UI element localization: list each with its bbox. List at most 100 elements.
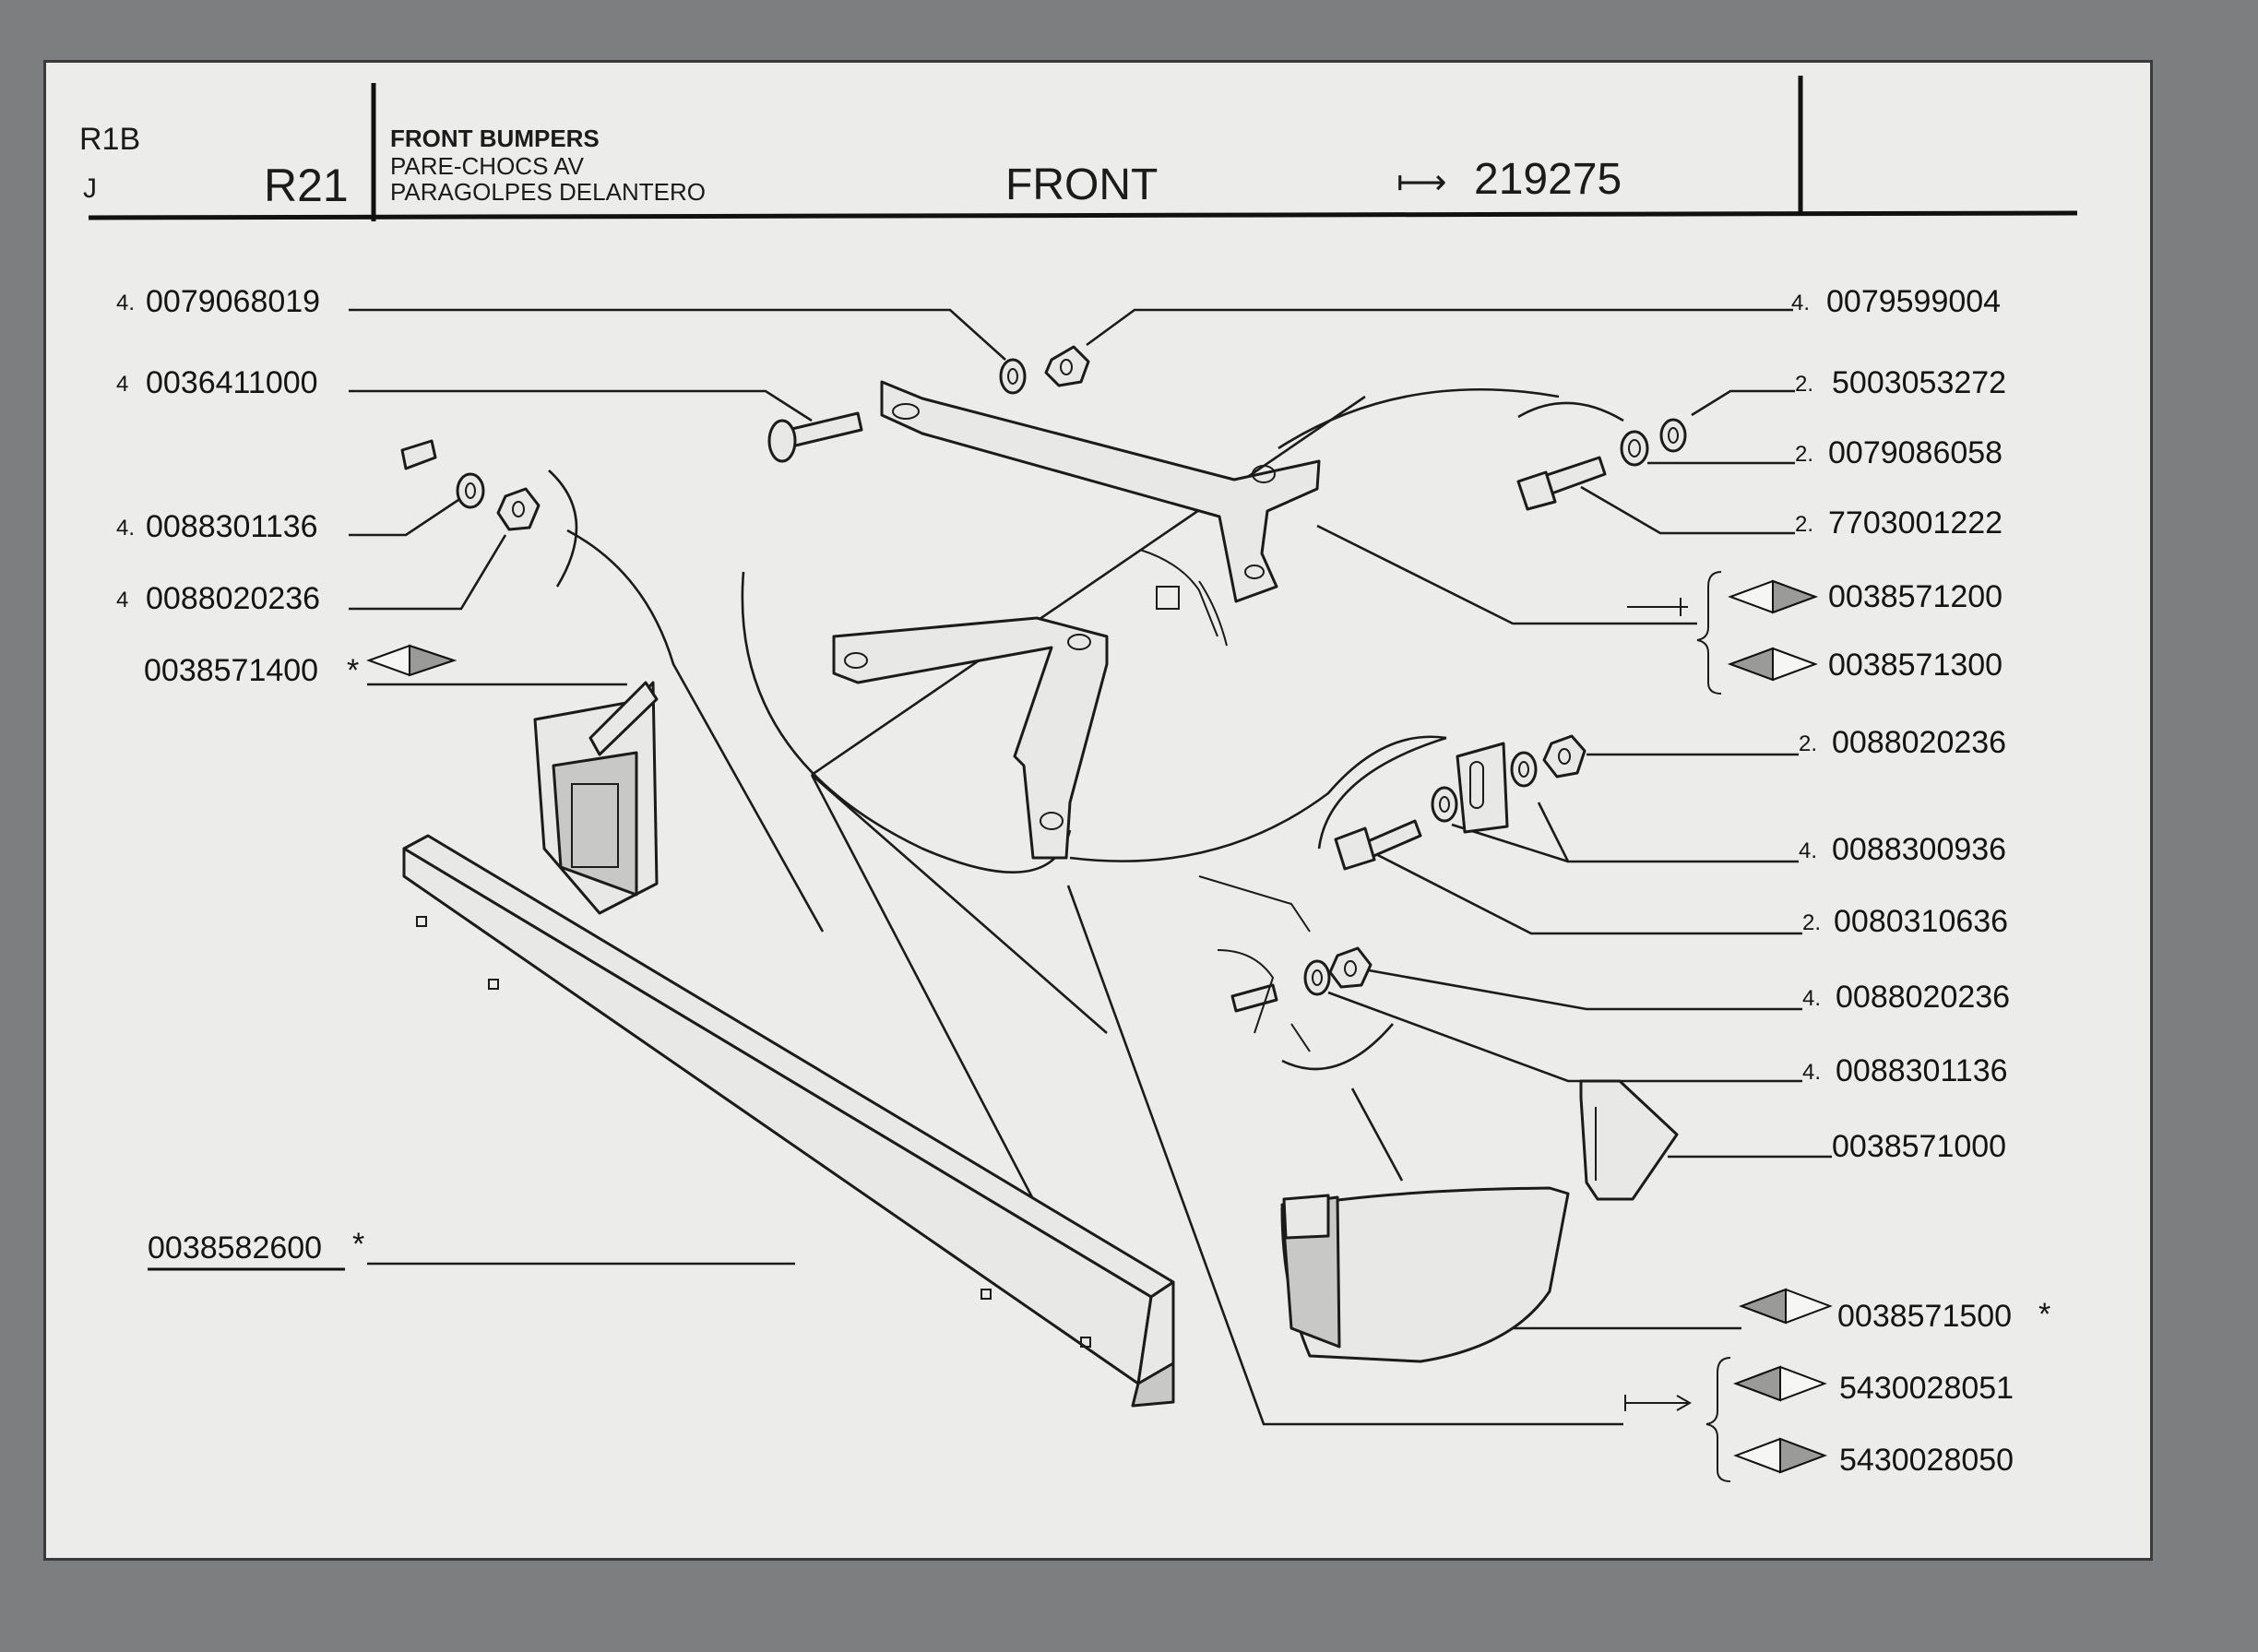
label-qty: 4. <box>116 291 135 315</box>
variant-diamond-icon <box>1739 1288 1833 1325</box>
asterisk: * <box>352 1227 364 1262</box>
stud-icon <box>1230 983 1278 1013</box>
label-qty: 2. <box>1799 731 1817 756</box>
part-number: 0038571200 <box>1828 579 2002 614</box>
part-number: 0088020236 <box>1836 980 2010 1015</box>
part-number: 0036411000 <box>146 365 318 400</box>
label-0038571200: 0038571200 <box>1728 579 2002 614</box>
washer-icon <box>1620 430 1649 467</box>
label-0088020236-a: 2. 0088020236 <box>1799 725 2006 760</box>
label-0038571500: 0038571500 * <box>1739 1288 2050 1334</box>
label-0079068019: 4. 0079068019 <box>116 284 320 319</box>
title-english: FRONT BUMPERS <box>390 125 600 152</box>
header: R1B J R21 FRONT BUMPERS PARE-CHOCS AV PA… <box>79 76 2078 221</box>
part-number: 0038571400 <box>144 653 318 688</box>
label-0088020236: 4 0088020236 <box>116 581 320 616</box>
part-number: 0038582600 <box>148 1230 322 1266</box>
catalog-code-bottom: J <box>83 173 97 204</box>
part-number: 0079068019 <box>146 284 320 319</box>
body-panel-detail <box>1139 549 1311 1052</box>
corner-bracket <box>1579 1079 1679 1201</box>
washer-icon <box>1431 786 1458 823</box>
label-qty: 4. <box>1791 291 1810 315</box>
serial-arrow-icon: ⟼ <box>1396 163 1446 202</box>
title-french: PARE-CHOCS AV <box>390 152 585 180</box>
label-0036411000: 4 0036411000 <box>116 365 318 400</box>
washer-icon <box>1303 959 1331 996</box>
left-labels: 4. 0079068019 4 0036411000 4. 0088301136… <box>116 284 458 1271</box>
grouping-brackets <box>1624 571 1731 1482</box>
part-number: 7703001222 <box>1828 505 2002 541</box>
label-0080310636: 2. 0080310636 <box>1802 904 2008 939</box>
callout-arcs <box>548 387 1624 1200</box>
part-number: 5430028051 <box>1839 1371 2014 1406</box>
part-number: 0088020236 <box>1832 725 2006 760</box>
label-0088020236-b: 4. 0088020236 <box>1802 980 2010 1015</box>
lock-washer-icon <box>1659 418 1687 453</box>
model-code: R21 <box>264 160 349 211</box>
part-number: 0038571500 <box>1837 1299 2012 1334</box>
washer-icon <box>456 472 485 509</box>
upper-support-bracket <box>880 380 1321 603</box>
label-7703001222: 2. 7703001222 <box>1795 505 2002 541</box>
washer-icon <box>1510 751 1538 788</box>
part-number: 0088301136 <box>1836 1053 2008 1088</box>
part-number: 5003053272 <box>1832 365 2006 400</box>
stud-icon <box>400 439 437 470</box>
nut-icon <box>1542 734 1587 778</box>
catalog-code-top: R1B <box>79 122 140 157</box>
bolt-icon <box>767 411 863 463</box>
label-0038571000: 0038571000 <box>1832 1129 2006 1164</box>
nut-icon <box>1328 946 1373 989</box>
variant-diamond-icon <box>1733 1437 1827 1474</box>
label-qty: 2. <box>1795 442 1813 467</box>
part-number: 0079086058 <box>1828 435 2002 470</box>
part-number: 0038571300 <box>1828 648 2002 683</box>
label-qty: 2. <box>1795 512 1813 537</box>
asterisk: * <box>2038 1297 2050 1332</box>
serial-number: 219275 <box>1474 155 1622 204</box>
label-qty: 4 <box>116 372 128 397</box>
variant-diamond-icon <box>1728 579 1818 614</box>
washer-icon <box>999 358 1027 395</box>
part-number: 0080310636 <box>1834 904 2008 939</box>
part-number: 0088301136 <box>146 509 318 544</box>
slot-plate-icon <box>1456 742 1509 834</box>
variant-diamond-icon <box>1728 647 1818 682</box>
label-qty: 4 <box>116 588 128 612</box>
label-0038582600: 0038582600 * <box>148 1227 364 1271</box>
bumper-beam <box>402 834 1175 1408</box>
part-number: 0088020236 <box>146 581 320 616</box>
label-qty: 4. <box>1802 1060 1821 1085</box>
asterisk: * <box>347 653 359 688</box>
variant-diamond-icon <box>366 644 458 677</box>
variant-diamond-icon <box>1733 1365 1827 1402</box>
label-5430028050: 5430028050 <box>1733 1437 2014 1478</box>
label-0079086058: 2. 0079086058 <box>1795 435 2002 470</box>
left-bumper-end-cap <box>533 681 659 915</box>
part-number: 0088300936 <box>1832 832 2006 867</box>
leader-lines <box>349 308 1832 1426</box>
label-qty: 4. <box>1799 838 1817 863</box>
right-bumper-end-cap <box>1280 1186 1570 1363</box>
label-0088301136-b: 4. 0088301136 <box>1802 1053 2008 1088</box>
nut-icon <box>496 487 541 531</box>
bolt-icon <box>1516 456 1607 511</box>
label-qty: 4. <box>116 516 135 541</box>
label-0038571300: 0038571300 <box>1728 647 2002 683</box>
part-number: 0079599004 <box>1826 284 2001 319</box>
label-qty: 2. <box>1795 372 1813 397</box>
title-spanish: PARAGOLPES DELANTERO <box>390 178 706 206</box>
lower-support-bracket <box>832 616 1109 860</box>
right-labels: 4. 0079599004 2. 5003053272 2. 007908605… <box>1728 284 2050 1478</box>
label-qty: 2. <box>1802 910 1821 935</box>
label-5003053272: 2. 5003053272 <box>1795 365 2006 400</box>
nut-icon <box>1044 345 1090 387</box>
label-0088301136: 4. 0088301136 <box>116 509 318 544</box>
label-5430028051: 5430028051 <box>1733 1365 2014 1406</box>
label-0038571400: 0038571400 * <box>144 644 458 688</box>
label-qty: 4. <box>1802 986 1821 1011</box>
bolt-icon <box>1334 819 1422 871</box>
label-0088300936: 4. 0088300936 <box>1799 832 2006 867</box>
